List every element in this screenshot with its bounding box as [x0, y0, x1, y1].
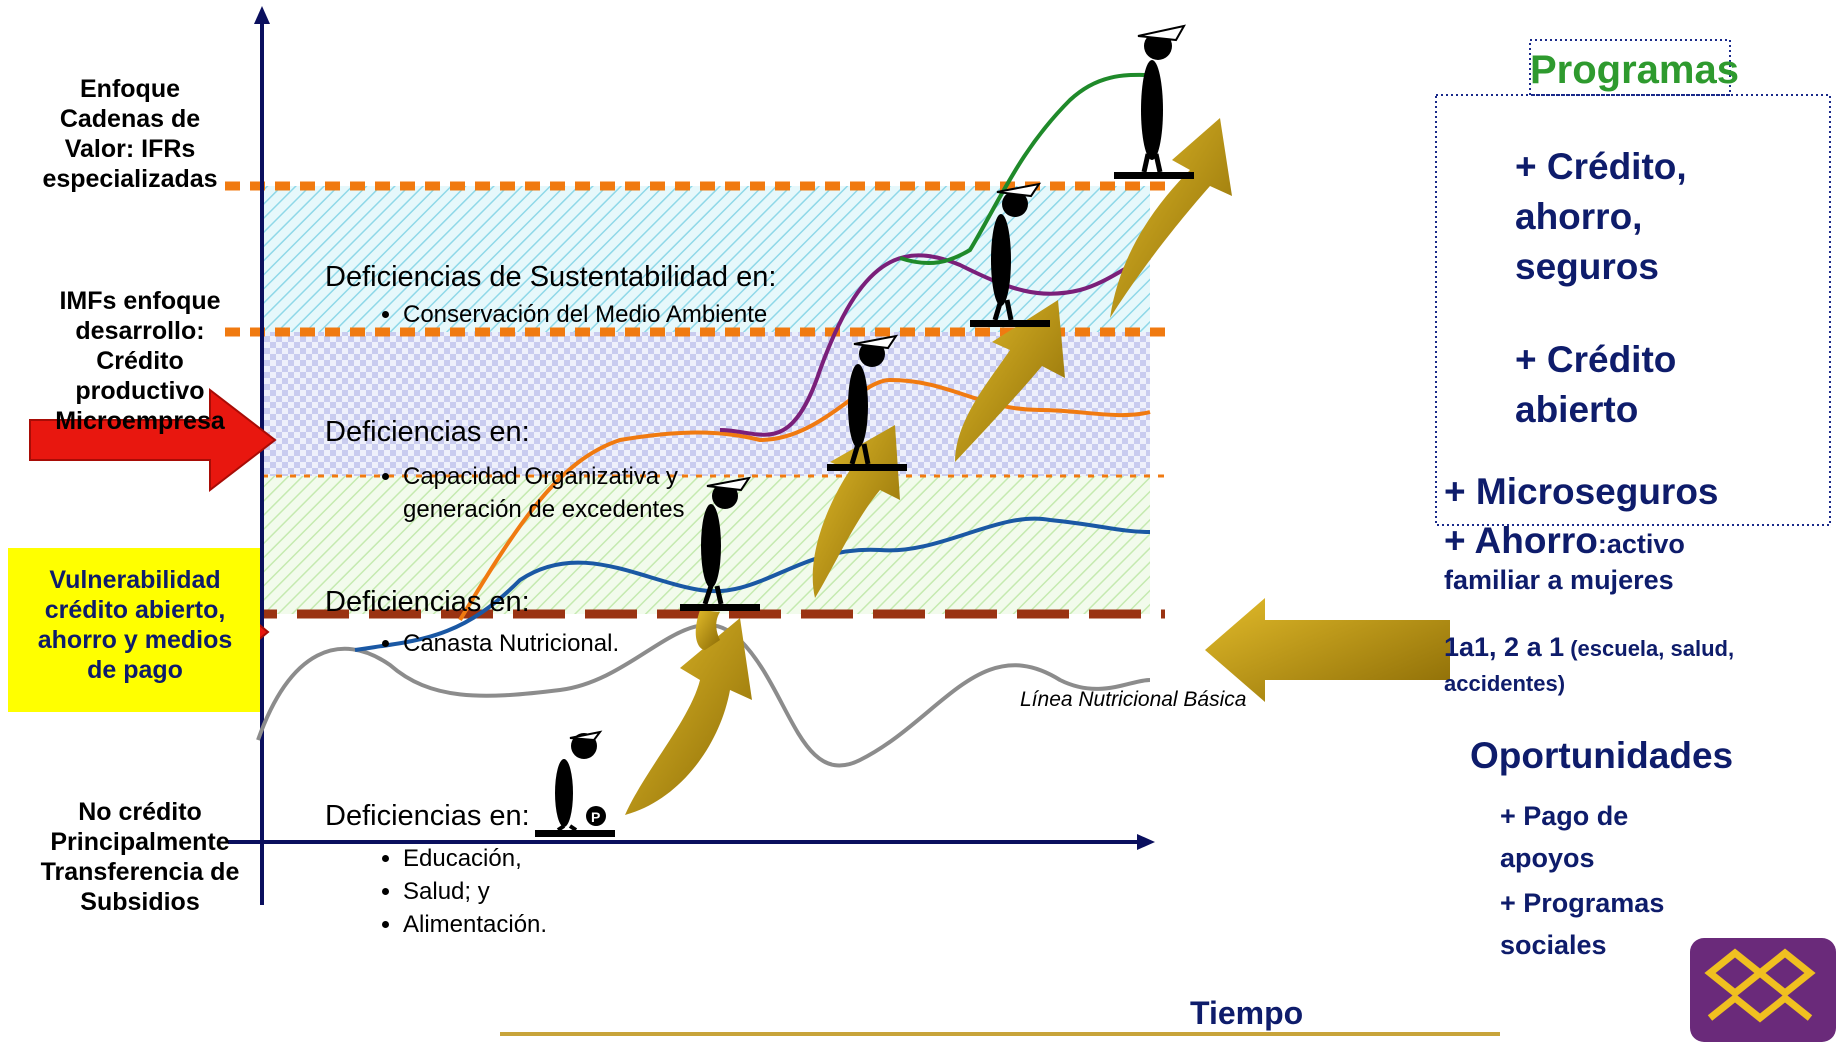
band-title-organizational: Deficiencias en:: [325, 416, 530, 448]
green-curve: [899, 72, 1151, 266]
farmer-figure-icon: P: [535, 730, 615, 837]
band-item: Capacidad Organizativa y generación de e…: [403, 460, 795, 526]
farmer-figure-icon: [1114, 24, 1194, 179]
farmer-figure-icon: [680, 476, 760, 611]
opportunities-gold-arrow-icon: [1205, 598, 1450, 702]
band-item: Canasta Nutricional.: [403, 627, 795, 660]
programs-header-box: [1529, 39, 1731, 96]
program-microinsurance: + Microseguros: [1444, 471, 1719, 512]
gold-curved-arrow-icon: [625, 618, 752, 815]
left-label-no-credit: No crédito Principalmente Transferencia …: [40, 798, 240, 916]
program-savings-main: + Ahorro: [1444, 520, 1598, 561]
program-credit: + Crédito, ahorro, seguros: [1515, 146, 1687, 287]
band-item: Salud; y: [403, 875, 675, 908]
gold-curved-arrow-icon: [955, 300, 1065, 462]
program-open-credit: + Crédito abierto: [1515, 339, 1677, 430]
left-label-vulnerability: Vulnerabilidad crédito abierto, ahorro y…: [37, 566, 233, 684]
left-label-imfs: IMFs enfoque desarrollo: Crédito product…: [55, 287, 225, 435]
x-axis-arrowhead: [1137, 834, 1155, 850]
gold-curved-arrow-icon: [695, 610, 720, 650]
gold-curved-arrow-icon: [1110, 118, 1232, 318]
band-list-nutritional: Canasta Nutricional.: [375, 627, 795, 660]
program-savings: + Ahorro:activo: [1444, 520, 1685, 562]
band-list-basic: Educación, Salud; y Alimentación.: [375, 842, 675, 941]
svg-text:P: P: [591, 809, 600, 825]
program-payment: + Pago de apoyos: [1500, 801, 1629, 873]
program-savings-suffix: :activo: [1597, 529, 1685, 559]
y-axis-arrowhead: [254, 6, 270, 24]
logo-emblem-icon: [1690, 938, 1836, 1042]
band-item: Conservación del Medio Ambiente: [403, 298, 915, 331]
farmer-figure-icon: [827, 334, 907, 471]
opportunities-label: Oportunidades: [1470, 735, 1734, 776]
orange-curve: [458, 377, 1151, 622]
band-item: Educación,: [403, 842, 675, 875]
band-title-nutritional: Deficiencias en:: [325, 586, 530, 618]
band-list-sustainability: Conservación del Medio Ambiente: [375, 298, 915, 331]
x-axis-label: Tiempo: [1190, 995, 1304, 1031]
program-savings-tail: familiar a mujeres: [1444, 565, 1674, 595]
band-list-organizational: Capacidad Organizativa y generación de e…: [375, 460, 795, 526]
program-ratio-detail: (escuela, salud, accidentes): [1444, 636, 1735, 696]
band-title-basic: Deficiencias en:: [325, 800, 530, 832]
programs-header: Programas: [1530, 48, 1739, 92]
red-block-arrow-icon: [29, 387, 277, 493]
program-ratio: 1a1, 2 a 1 (escuela, salud, accidentes): [1444, 630, 1744, 701]
program-ratio-main: 1a1, 2 a 1: [1444, 632, 1565, 662]
farmer-figure-icon: [970, 182, 1050, 327]
band-item: Alimentación.: [403, 908, 675, 941]
vulnerability-highlight-box: [8, 548, 260, 712]
programs-list-box: [1435, 94, 1831, 526]
band-title-sustainability: Deficiencias de Sustentabilidad en:: [325, 261, 777, 293]
left-label-value-chains: Enfoque Cadenas de Valor: IFRs especiali…: [42, 75, 218, 193]
blue-curve: [354, 516, 1151, 652]
program-social: + Programas sociales: [1500, 888, 1665, 960]
purple-curve: [719, 253, 1151, 437]
nutritional-line-label: Línea Nutricional Básica: [1020, 688, 1247, 711]
